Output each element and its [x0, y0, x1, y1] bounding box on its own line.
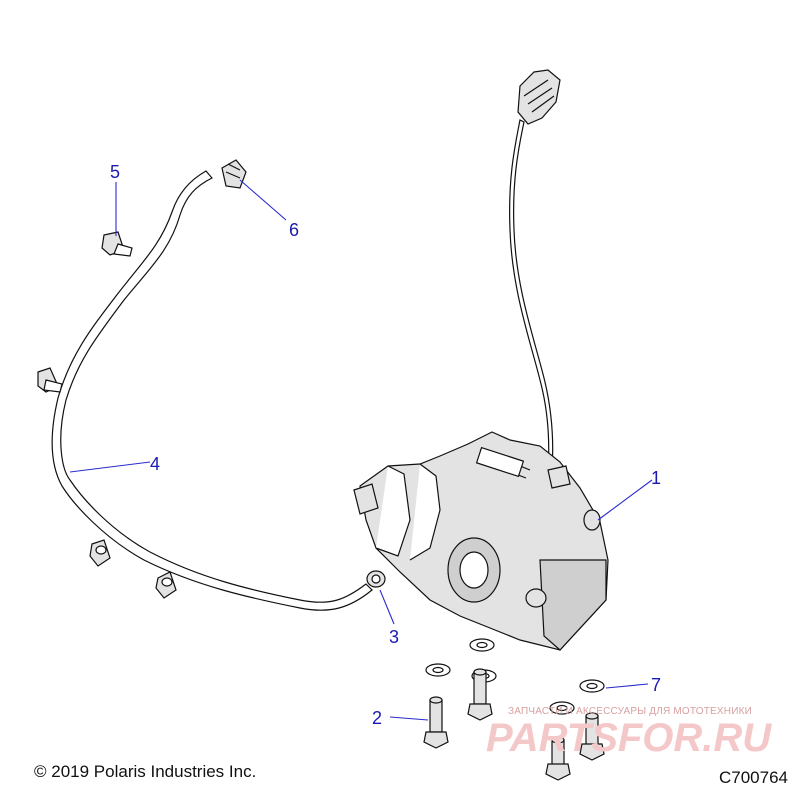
washer-5: [549, 701, 575, 715]
drawing-id: C700764: [718, 768, 788, 787]
leader-1: [597, 479, 653, 521]
washer-2: [425, 663, 451, 677]
hose-clamp-3: [366, 570, 386, 588]
leader-2: [389, 716, 429, 721]
front-gearcase-1: [353, 431, 609, 651]
hose-clip-lower-a: [89, 539, 111, 567]
leader-3: [379, 589, 395, 625]
callout-5: 5: [110, 162, 120, 182]
leader-7: [605, 683, 649, 689]
washer-1: [469, 638, 495, 652]
callout-1: 1: [651, 468, 661, 488]
watermark-logo: PARTSFOR.RU: [486, 716, 772, 760]
vent-hose: [51, 170, 373, 611]
hose-clip-lower-b: [155, 571, 177, 599]
bolt-3: [545, 736, 571, 781]
callout-6: 6: [289, 220, 299, 240]
watermark-tagline: ЗАПЧАСТИ И АКСЕССУАРЫ ДЛЯ МОТОТЕХНИКИ: [508, 706, 753, 717]
hose-clip-5: [101, 231, 133, 257]
copyright-notice: © 2019 Polaris Industries Inc.: [34, 762, 257, 781]
sensor-wire: [509, 69, 561, 471]
leader-4: [69, 461, 151, 473]
bolt-2: [467, 668, 493, 721]
callout-2: 2: [372, 708, 382, 728]
bolt-4: [579, 712, 605, 761]
hose-clip-left: [37, 367, 63, 393]
vent-cap-6: [221, 159, 247, 189]
callout-3: 3: [389, 627, 399, 647]
leader-6: [239, 179, 287, 221]
callout-7: 7: [651, 675, 661, 695]
bolt-1: [423, 696, 449, 749]
washer-4: [579, 679, 605, 693]
callout-4: 4: [150, 454, 160, 474]
